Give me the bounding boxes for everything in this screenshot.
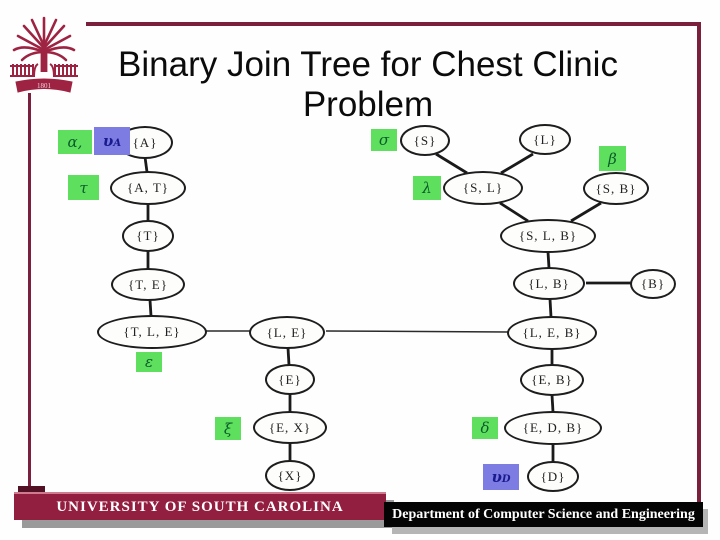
tree-node-leb: {L, E, B} (507, 316, 597, 350)
potential-delta: δ (472, 417, 498, 439)
left-rule-foot (18, 486, 45, 494)
right-banner: Department of Computer Science and Engin… (384, 502, 703, 527)
page-title-line1: Binary Join Tree for Chest Clinic (118, 45, 618, 84)
tree-node-sl: {S, L} (443, 171, 523, 205)
tree-node-tle: {T, L, E} (97, 315, 207, 349)
tree-node-le: {L, E} (249, 316, 325, 349)
tree-edge-lines (143, 152, 631, 462)
tree-node-t: {T} (122, 220, 174, 252)
tree-node-d: {D} (527, 461, 579, 492)
tree-node-slb: {S, L, B} (500, 219, 596, 253)
left-banner: UNIVERSITY OF SOUTH CAROLINA (14, 492, 386, 520)
potential-beta: β (599, 146, 626, 171)
potential-sigma: σ (371, 129, 397, 151)
tree-node-l: {L} (519, 124, 571, 155)
right-rule-line (697, 22, 701, 504)
tree-node-te: {T, E} (111, 268, 185, 301)
tree-node-edb: {E, D, B} (504, 411, 602, 445)
potential-alpha: α, (58, 130, 92, 154)
logo-year-text: 1801 (37, 82, 52, 90)
tree-edge-thin-lines (206, 330, 509, 333)
potential-tau-symbol: τ (79, 178, 88, 197)
tree-node-s: {S} (400, 125, 450, 156)
tree-node-ex: {E, X} (253, 411, 327, 444)
page-title: Binary Join Tree for Chest Clinic Proble… (78, 45, 658, 125)
potential-epsilon-symbol: ε (144, 353, 154, 371)
potential-lambda: λ (413, 176, 441, 200)
right-banner-text: Department of Computer Science and Engin… (392, 506, 695, 522)
potential-upsilon-d-symbol: υ (491, 468, 502, 486)
tree-node-b: {B} (630, 269, 676, 299)
potential-lambda-symbol: λ (422, 179, 432, 197)
tree-node-sb: {S, B} (583, 172, 649, 205)
potential-upsilon-a-symbol: υ (102, 132, 114, 150)
tree-node-eb: {E, B} (520, 364, 584, 396)
potential-xi-symbol: ξ (223, 419, 233, 438)
potential-sigma-symbol: σ (378, 131, 390, 149)
usc-palmetto-logo-icon: 1801 (10, 16, 78, 93)
page-title-line2: Problem (302, 85, 434, 124)
potential-upsilon-d-subscript: D (501, 474, 511, 485)
tree-node-x: {X} (265, 460, 315, 491)
potential-delta-symbol: δ (480, 419, 490, 437)
potential-epsilon: ε (136, 352, 162, 372)
tree-node-at: {A, T} (110, 171, 186, 205)
potential-tau: τ (68, 175, 99, 200)
left-banner-text: UNIVERSITY OF SOUTH CAROLINA (56, 498, 344, 515)
potential-xi: ξ (215, 417, 241, 440)
tree-node-e: {E} (265, 364, 315, 395)
tree-node-lb: {L, B} (513, 267, 585, 300)
potential-beta-symbol: β (608, 149, 617, 168)
potential-upsilon-a-subscript: A (113, 138, 122, 149)
left-rule-line (28, 93, 31, 487)
potential-alpha-symbol: α, (67, 133, 83, 151)
top-rule-line (86, 22, 701, 26)
